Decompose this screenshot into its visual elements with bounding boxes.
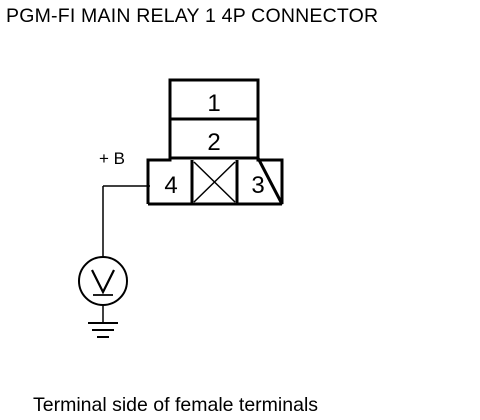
pin-4-label: 4 bbox=[164, 172, 177, 199]
connector-4p bbox=[146, 78, 284, 206]
test-lead-wire bbox=[102, 185, 150, 322]
ground-icon bbox=[88, 322, 118, 338]
voltmeter-icon bbox=[78, 256, 128, 306]
diagram-caption: Terminal side of female terminals bbox=[33, 394, 319, 416]
pin-3-label: 3 bbox=[251, 172, 264, 199]
pin-2-label: 2 bbox=[207, 129, 220, 156]
pin-1-label: 1 bbox=[207, 90, 220, 117]
crossed-box-icon bbox=[193, 161, 236, 203]
supply-voltage-label: + B bbox=[99, 149, 125, 168]
connector-lower-housing bbox=[146, 157, 284, 205]
diagram-title: PGM-FI MAIN RELAY 1 4P CONNECTOR bbox=[6, 5, 379, 27]
